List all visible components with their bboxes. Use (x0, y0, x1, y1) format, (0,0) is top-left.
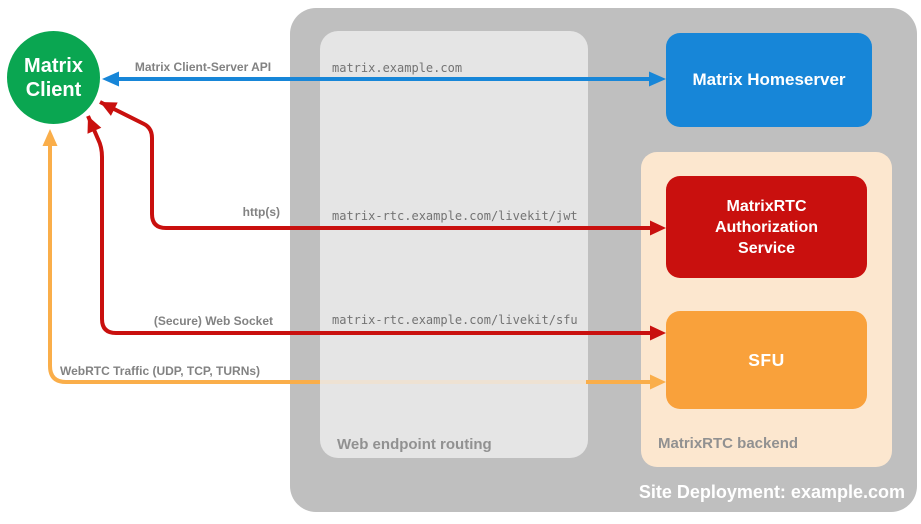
auth-service-label-line3: Service (738, 239, 795, 257)
client-server-api-edge-label: Matrix Client-Server API (134, 60, 272, 74)
matrixrtc-backend-label: MatrixRTC backend (658, 435, 799, 452)
endpoint-jwt-label: matrix-rtc.example.com/livekit/jwt (332, 209, 578, 223)
sfu-label: SFU (748, 349, 785, 370)
matrix-homeserver-label: Matrix Homeserver (692, 70, 846, 89)
sfu-node: SFU (666, 311, 867, 409)
matrix-client-label-line1: Matrix (24, 54, 83, 77)
https-edge-label: http(s) (242, 205, 280, 219)
webrtc-edge-label: WebRTC Traffic (UDP, TCP, TURNs) (60, 364, 261, 378)
site-deployment-title: Site Deployment: example.com (638, 482, 905, 502)
matrix-client-label-line2: Client (25, 78, 82, 101)
auth-service-label-line1: MatrixRTC (726, 197, 807, 215)
web-endpoint-routing-box (320, 31, 588, 458)
endpoint-homeserver-label: matrix.example.com (332, 61, 463, 75)
auth-service-node: MatrixRTC Authorization Service (666, 176, 867, 278)
websocket-edge-label: (Secure) Web Socket (153, 314, 273, 328)
web-endpoint-routing-label: Web endpoint routing (337, 436, 492, 453)
endpoint-sfu-label: matrix-rtc.example.com/livekit/sfu (332, 313, 578, 327)
auth-service-label-line2: Authorization (714, 218, 819, 236)
matrix-homeserver-node: Matrix Homeserver (666, 33, 872, 127)
matrix-client-node: Matrix Client (7, 31, 100, 124)
